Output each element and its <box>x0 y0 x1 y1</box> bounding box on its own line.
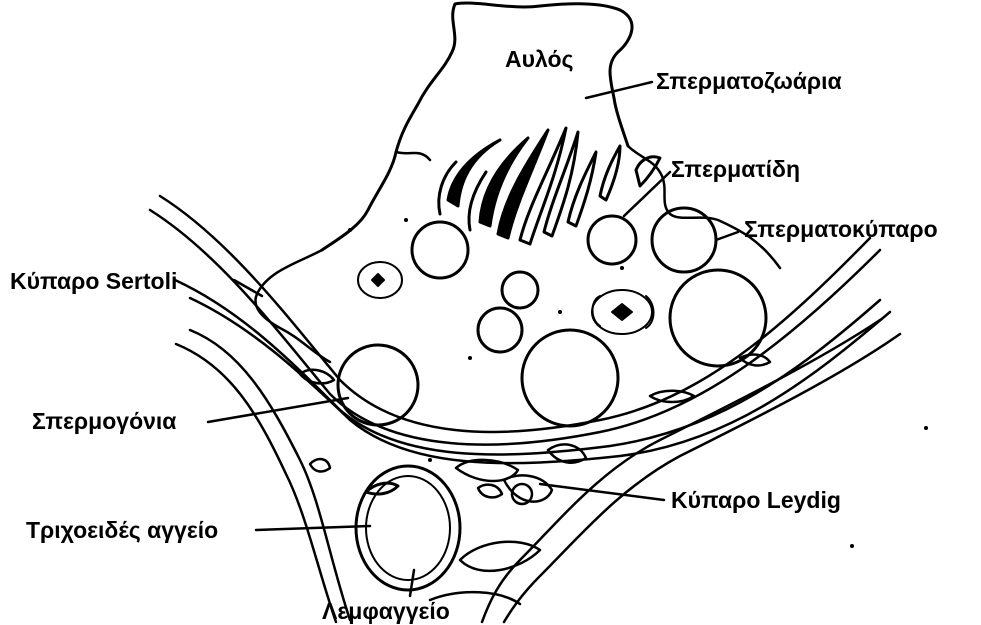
capillary-vessel <box>356 466 460 590</box>
spermatid-cell <box>502 272 538 308</box>
spermatid-cell <box>478 308 522 352</box>
lumen-outline <box>322 3 632 250</box>
label-spermatid: Σπερματίδη <box>671 158 800 181</box>
label-lumen: Αυλός <box>505 48 574 71</box>
leader-leydig <box>540 484 664 500</box>
spermatogonium-cell <box>338 345 418 425</box>
spermatid-cell <box>588 216 636 264</box>
label-spermatozoa: Σπερματοζωάρια <box>656 70 842 93</box>
spermatocyte-cell <box>522 330 618 426</box>
interstitial-boundaries <box>176 320 900 622</box>
label-spermatogonia: Σπερμογόνια <box>32 410 176 433</box>
label-spermatocyte: Σπερματοκύπαρο <box>744 218 938 241</box>
label-lymphatic: Λεμφαγγείο <box>322 600 450 623</box>
label-sertoli: Κύπαρο Sertoli <box>10 270 177 293</box>
spermatid-cell <box>412 222 468 278</box>
leader-capillary <box>256 526 370 530</box>
label-capillary: Τριχοειδές αγγείο <box>26 519 218 542</box>
leader-spermatozoa <box>586 82 652 98</box>
leader-lymphatic <box>410 570 414 596</box>
sertoli-nuclei <box>358 262 654 334</box>
spermatocyte-cell <box>670 270 766 366</box>
label-leydig: Κύπαρο Leydig <box>671 489 841 512</box>
leader-spermatocyte <box>716 232 738 240</box>
